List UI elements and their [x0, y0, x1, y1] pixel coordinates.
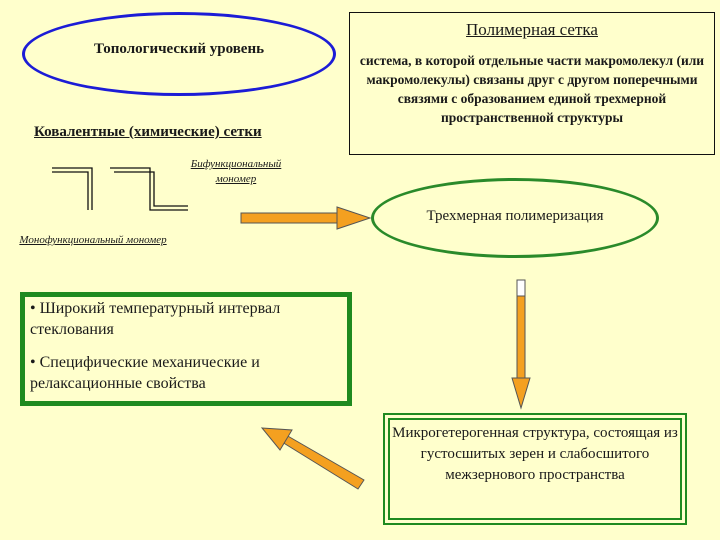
monofunctional-monomer-label: Монофункциональный мономер: [19, 234, 167, 246]
polymerization-ellipse: [371, 178, 659, 258]
arrow-down-to-structure: [511, 279, 531, 410]
microstructure-box-inner: [388, 418, 682, 520]
monomer-line-2: [110, 167, 188, 211]
polymer-network-title: Полимерная сетка: [466, 20, 598, 39]
monomer-line-2b: [114, 171, 188, 207]
topological-level-ellipse: [22, 12, 336, 96]
microstructure-box-outer: [383, 413, 687, 525]
topological-level-label: Топологический уровень: [93, 41, 265, 57]
polymer-network-description: система, в которой отдельные части макро…: [359, 53, 705, 125]
polymerization-label: Трехмерная полимеризация: [426, 208, 604, 224]
property-glass-transition: • Широкий температурный интервал стеклов…: [30, 300, 281, 338]
covalent-networks-heading: Ковалентные (химические) сетки: [34, 124, 262, 140]
monomer-line-1b: [52, 171, 89, 210]
bifunctional-monomer-label: Бифункциональный мономер: [190, 158, 282, 185]
microstructure-text: Микрогетерогенная структура, состоящая и…: [392, 425, 678, 483]
monomer-lines: [52, 167, 188, 211]
arrow-to-properties: [260, 427, 365, 490]
polymer-network-box: [349, 12, 715, 155]
arrow-to-polymerization: [240, 206, 372, 230]
monomer-line-1: [52, 167, 93, 210]
properties-box: [20, 292, 352, 406]
property-mechanical-relaxation: • Специфические механические и релаксаци…: [30, 354, 260, 392]
